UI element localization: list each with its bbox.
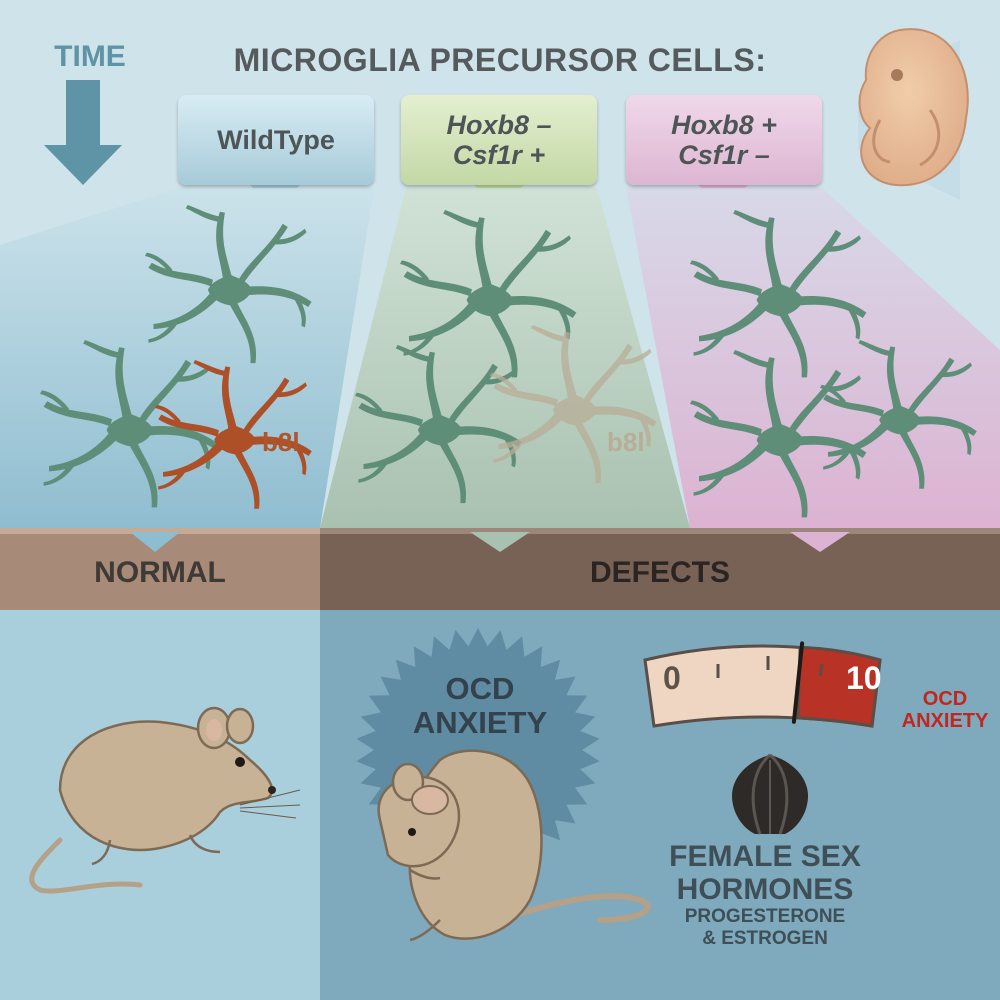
- burst-text: OCD ANXIETY: [380, 672, 580, 740]
- precursor-label: WildType: [217, 125, 335, 155]
- time-arrow-icon: [44, 80, 122, 185]
- precursor-box-hoxb8-plus: Hoxb8 + Csf1r –: [626, 95, 822, 185]
- hormones-title-line1: FEMALE SEX: [669, 840, 861, 873]
- hormones-subtitle: PROGESTERONE & ESTROGEN: [630, 906, 900, 950]
- hormones-subtitle-line2: & ESTROGEN: [702, 928, 828, 949]
- anxiety-gauge: [643, 641, 882, 728]
- burst-text-line2: ANXIETY: [412, 705, 548, 740]
- b8l-label-faded: b8l: [607, 427, 645, 457]
- b8l-label-wildtype: b8l: [262, 427, 300, 457]
- gauge-side-label-line2: ANXIETY: [901, 710, 989, 732]
- precursor-box-wildtype: WildType: [178, 95, 374, 185]
- normal-mouse-icon: [29, 706, 301, 894]
- gauge-knob-icon: [732, 753, 808, 835]
- beam-wildtype: [0, 188, 374, 528]
- embryo-icon: [858, 28, 969, 200]
- gauge-max-label: 10: [846, 660, 882, 696]
- gauge-side-label-line1: OCD: [922, 688, 968, 710]
- defects-label: DEFECTS: [589, 556, 730, 589]
- time-label: TIME: [54, 40, 126, 73]
- defects-bar: [320, 534, 1000, 610]
- precursor-label-line2: Csf1r +: [452, 140, 546, 170]
- gauge-min-label: 0: [663, 660, 681, 696]
- hormones-title-line2: HORMONES: [676, 873, 854, 906]
- precursor-label-line1: Hoxb8 –: [446, 110, 552, 140]
- gauge-side-label: OCD ANXIETY: [890, 688, 1000, 732]
- precursor-label-line1: Hoxb8 +: [671, 110, 777, 140]
- page-title: MICROGLIA PRECURSOR CELLS:: [233, 42, 767, 78]
- burst-text-line1: OCD: [445, 671, 515, 706]
- hormones-title: FEMALE SEX HORMONES: [630, 840, 900, 906]
- anxious-mouse-icon: [377, 749, 651, 942]
- precursor-box-hoxb8-minus: Hoxb8 – Csf1r +: [401, 95, 597, 185]
- precursor-label-line2: Csf1r –: [678, 140, 770, 170]
- normal-label: NORMAL: [94, 556, 226, 589]
- hormones-subtitle-line1: PROGESTERONE: [684, 906, 846, 927]
